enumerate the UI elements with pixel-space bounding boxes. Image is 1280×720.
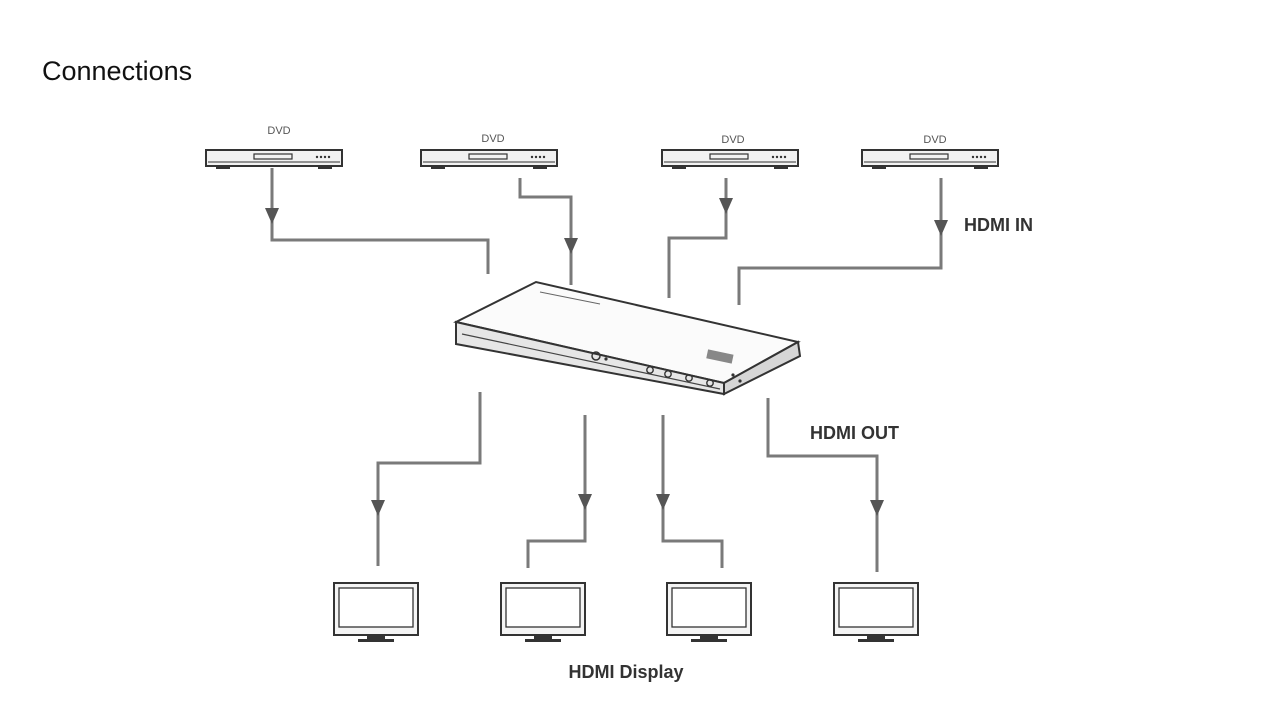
slide-title: Connections — [42, 56, 193, 86]
hdmi-matrix-switcher — [453, 280, 802, 396]
hdmi-out-label: HDMI OUT — [810, 423, 899, 443]
input-cable-2 — [518, 178, 573, 285]
input-cable-3 — [667, 178, 728, 298]
arrow-down-icon — [870, 500, 884, 516]
dvd-label-1: DVD — [267, 125, 290, 137]
arrow-down-icon — [719, 198, 733, 214]
dvd-label-2: DVD — [481, 133, 504, 145]
output-cable-1 — [376, 392, 482, 566]
output-cable-3 — [661, 415, 724, 568]
dvd-player-2: DVD — [420, 133, 558, 170]
hdmi-display-4 — [833, 582, 919, 643]
output-cables — [376, 392, 879, 572]
monitor-icon — [333, 582, 419, 643]
arrow-down-icon — [265, 208, 279, 224]
output-cable-2 — [526, 415, 587, 568]
dvd-player-4: DVD — [861, 134, 999, 170]
arrow-down-icon — [564, 238, 578, 254]
input-cables — [270, 168, 943, 305]
hdmi-display-3 — [666, 582, 752, 643]
dvd-player-1: DVD — [205, 125, 343, 170]
monitor-icon — [500, 582, 586, 643]
hdmi-display-1 — [333, 582, 419, 643]
monitor-icon — [833, 582, 919, 643]
hdmi-in-label: HDMI IN — [964, 215, 1033, 235]
dvd-label-4: DVD — [923, 134, 946, 146]
hdmi-display-label: HDMI Display — [568, 662, 683, 682]
input-cable-1 — [270, 168, 490, 274]
arrow-down-icon — [371, 500, 385, 516]
input-cable-4 — [737, 178, 943, 305]
arrow-down-icon — [934, 220, 948, 236]
output-arrows — [371, 494, 884, 516]
input-arrows — [265, 198, 948, 254]
dvd-label-3: DVD — [721, 134, 744, 146]
hdmi-display-2 — [500, 582, 586, 643]
monitor-icon — [666, 582, 752, 643]
dvd-player-3: DVD — [661, 134, 799, 170]
arrow-down-icon — [578, 494, 592, 510]
arrow-down-icon — [656, 494, 670, 510]
